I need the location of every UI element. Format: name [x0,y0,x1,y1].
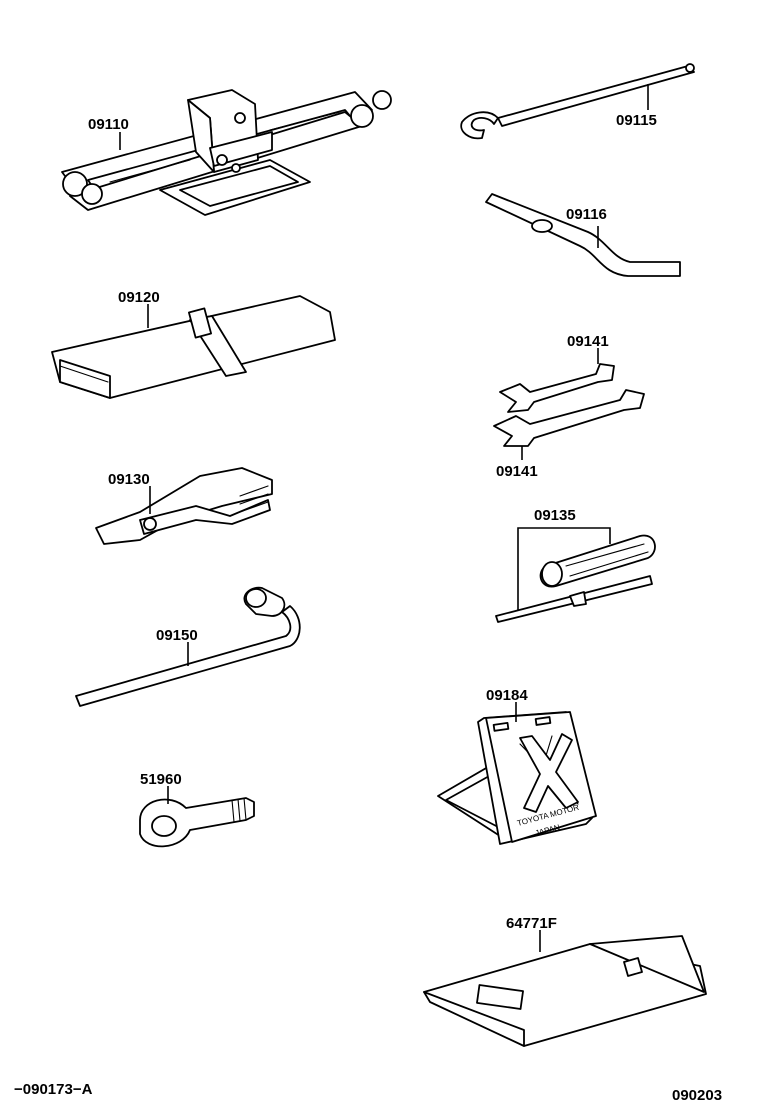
pliers-part-number: 09130 [108,471,150,488]
wrench-lower-illustration [493,389,645,447]
handle-extension-illustration [485,193,681,277]
case-part-number: 64771F [506,915,557,932]
jack-illustration [61,89,392,216]
screwdriver-illustration [495,534,656,623]
hook-handle-illustration [460,63,695,140]
wrench-upper-part-number: 09141 [567,333,609,350]
warning-triangle-illustration: TOYOTA MOTOR JAPAN [437,711,597,845]
wrench-upper-illustration [499,363,615,413]
jack-part-number: 09110 [88,116,129,133]
towing-eye-part-number: 51960 [140,771,182,788]
screwdriver-leader-line [517,527,611,610]
handle-extension-part-number: 09116 [566,206,607,223]
footer-right-code: 090203 [672,1087,722,1104]
wrench-lower-part-number: 09141 [496,463,538,480]
wheel-wrench-part-number: 09150 [156,627,198,644]
screwdriver-part-number: 09135 [534,507,576,524]
tool-bag-part-number: 09120 [118,289,160,306]
towing-eye-illustration [139,797,255,848]
wheel-wrench-illustration [75,586,301,707]
pliers-illustration [95,467,273,545]
tool-bag-illustration [51,295,336,399]
warning-triangle-part-number: 09184 [486,687,528,704]
hook-handle-part-number: 09115 [616,112,657,129]
tire-repair-kit-case-illustration [423,935,707,1047]
footer-left-code: −090173−A [14,1081,93,1098]
